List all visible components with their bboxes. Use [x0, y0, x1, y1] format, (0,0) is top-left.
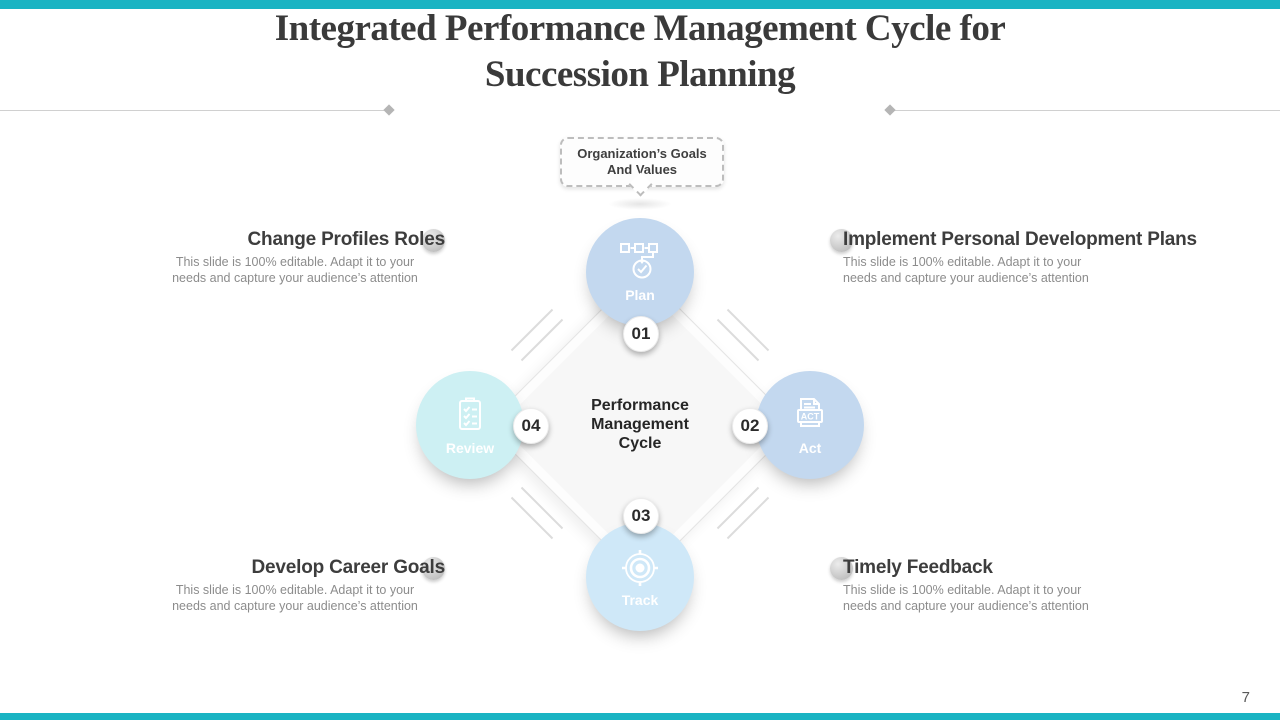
cycle-node-act: ACT Act [756, 371, 864, 479]
center-label-line1: Performance [591, 397, 689, 414]
block-body-line1: This slide is 100% editable. Adapt it to… [175, 583, 415, 597]
accent-line [510, 496, 554, 540]
target-icon [622, 550, 658, 586]
callout-line2: And Values [606, 162, 678, 177]
block-heading: Change Profiles Roles [247, 229, 446, 250]
accent-line [510, 308, 554, 352]
page-title: Integrated Performance Management Cycle … [0, 6, 1280, 98]
page-number: 7 [1241, 689, 1250, 706]
node-halo [416, 371, 524, 479]
accent-line [726, 308, 770, 352]
page-title-line1: Integrated Performance Management Cycle … [274, 8, 1006, 49]
block-body-line1: This slide is 100% editable. Adapt it to… [843, 583, 1082, 597]
heading-ball-accent [830, 557, 853, 580]
block-body-line2: needs and capture your audience’s attent… [172, 599, 418, 613]
node-label: Act [798, 440, 822, 456]
bottom-accent-bar [0, 713, 1280, 720]
block-body: This slide is 100% editable. Adapt it to… [843, 254, 1213, 286]
center-label-line3: Cycle [618, 435, 662, 452]
center-label-line2: Management [591, 416, 689, 433]
callout-shadow [608, 198, 672, 210]
block-body-line2: needs and capture your audience’s attent… [843, 599, 1089, 613]
heading-ball-accent [830, 229, 853, 252]
page-title-line2: Succession Planning [484, 54, 796, 95]
block-body-line1: This slide is 100% editable. Adapt it to… [843, 255, 1082, 269]
cycle-node-review: Review [416, 371, 524, 479]
block-implement-personal-development-plans: Implement Personal Development Plans Thi… [843, 228, 1213, 286]
block-change-profiles-roles: Change Profiles Roles This slide is 100%… [145, 228, 445, 286]
block-timely-feedback: Timely Feedback This slide is 100% edita… [843, 556, 1213, 614]
process-flow-icon [620, 243, 658, 279]
block-heading: Implement Personal Development Plans [843, 229, 1197, 250]
checklist-icon [459, 397, 481, 430]
act-document-icon: ACT [797, 398, 823, 427]
divider-diamond-icon [383, 104, 395, 116]
block-body: This slide is 100% editable. Adapt it to… [145, 254, 445, 286]
step-badge-01: 01 [623, 316, 659, 352]
cycle-node-plan: Plan [586, 218, 694, 326]
title-divider-left [0, 110, 384, 111]
step-badge-03: 03 [623, 498, 659, 534]
divider-diamond-icon [884, 104, 896, 116]
top-accent-bar [0, 0, 1280, 9]
block-heading: Timely Feedback [843, 557, 993, 578]
node-label: Plan [625, 287, 655, 303]
block-body-line2: needs and capture your audience’s attent… [172, 271, 418, 285]
svg-text:ACT: ACT [801, 412, 820, 422]
cycle-center-label: Performance Management Cycle [565, 396, 715, 453]
title-divider-right [894, 110, 1280, 111]
cycle-node-track: Track [586, 523, 694, 631]
heading-ball-accent [422, 557, 445, 580]
step-badge-02: 02 [732, 408, 768, 444]
block-develop-career-goals: Develop Career Goals This slide is 100% … [145, 556, 445, 614]
block-body-line1: This slide is 100% editable. Adapt it to… [175, 255, 415, 269]
block-body: This slide is 100% editable. Adapt it to… [843, 582, 1213, 614]
node-label: Review [445, 440, 495, 456]
block-heading: Develop Career Goals [251, 557, 446, 578]
step-badge-04: 04 [513, 408, 549, 444]
block-body-line2: needs and capture your audience’s attent… [843, 271, 1089, 285]
node-label: Track [621, 592, 659, 608]
accent-line [726, 496, 770, 540]
callout-line1: Organization’s Goals [577, 146, 707, 161]
block-body: This slide is 100% editable. Adapt it to… [145, 582, 445, 614]
heading-ball-accent [422, 229, 445, 252]
